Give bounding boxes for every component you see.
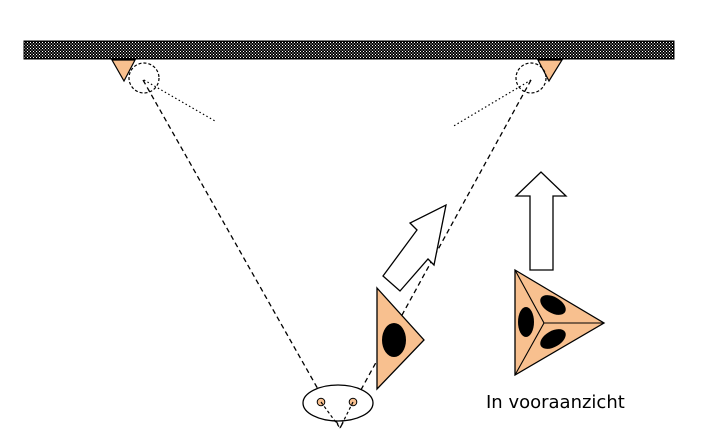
left-light-path	[142, 79, 341, 429]
upright-direction-arrow	[514, 171, 568, 271]
front-view-caption: In vooraanzicht	[486, 392, 625, 413]
front-view-dot-left	[518, 307, 534, 337]
front-view-facet-line-1	[514, 269, 545, 324]
right-ceiling-reflector	[537, 59, 564, 83]
right-reflector-focus-circle	[515, 62, 547, 94]
ceiling-bar	[23, 40, 675, 60]
right-light-path-eye	[339, 401, 354, 429]
left-reflector-focus-circle	[128, 62, 160, 94]
front-view-dot-bottom	[540, 329, 566, 349]
observer-eye	[302, 384, 374, 422]
tilted-direction-arrow	[382, 203, 447, 292]
front-view-reflector	[514, 268, 606, 377]
front-view-dot-top	[540, 295, 566, 315]
front-view-facet-line-3	[514, 322, 545, 376]
left-normal-line	[143, 79, 216, 122]
side-view-reflector-dot	[382, 323, 406, 357]
right-normal-line	[451, 79, 532, 128]
left-ceiling-reflector	[110, 59, 136, 83]
